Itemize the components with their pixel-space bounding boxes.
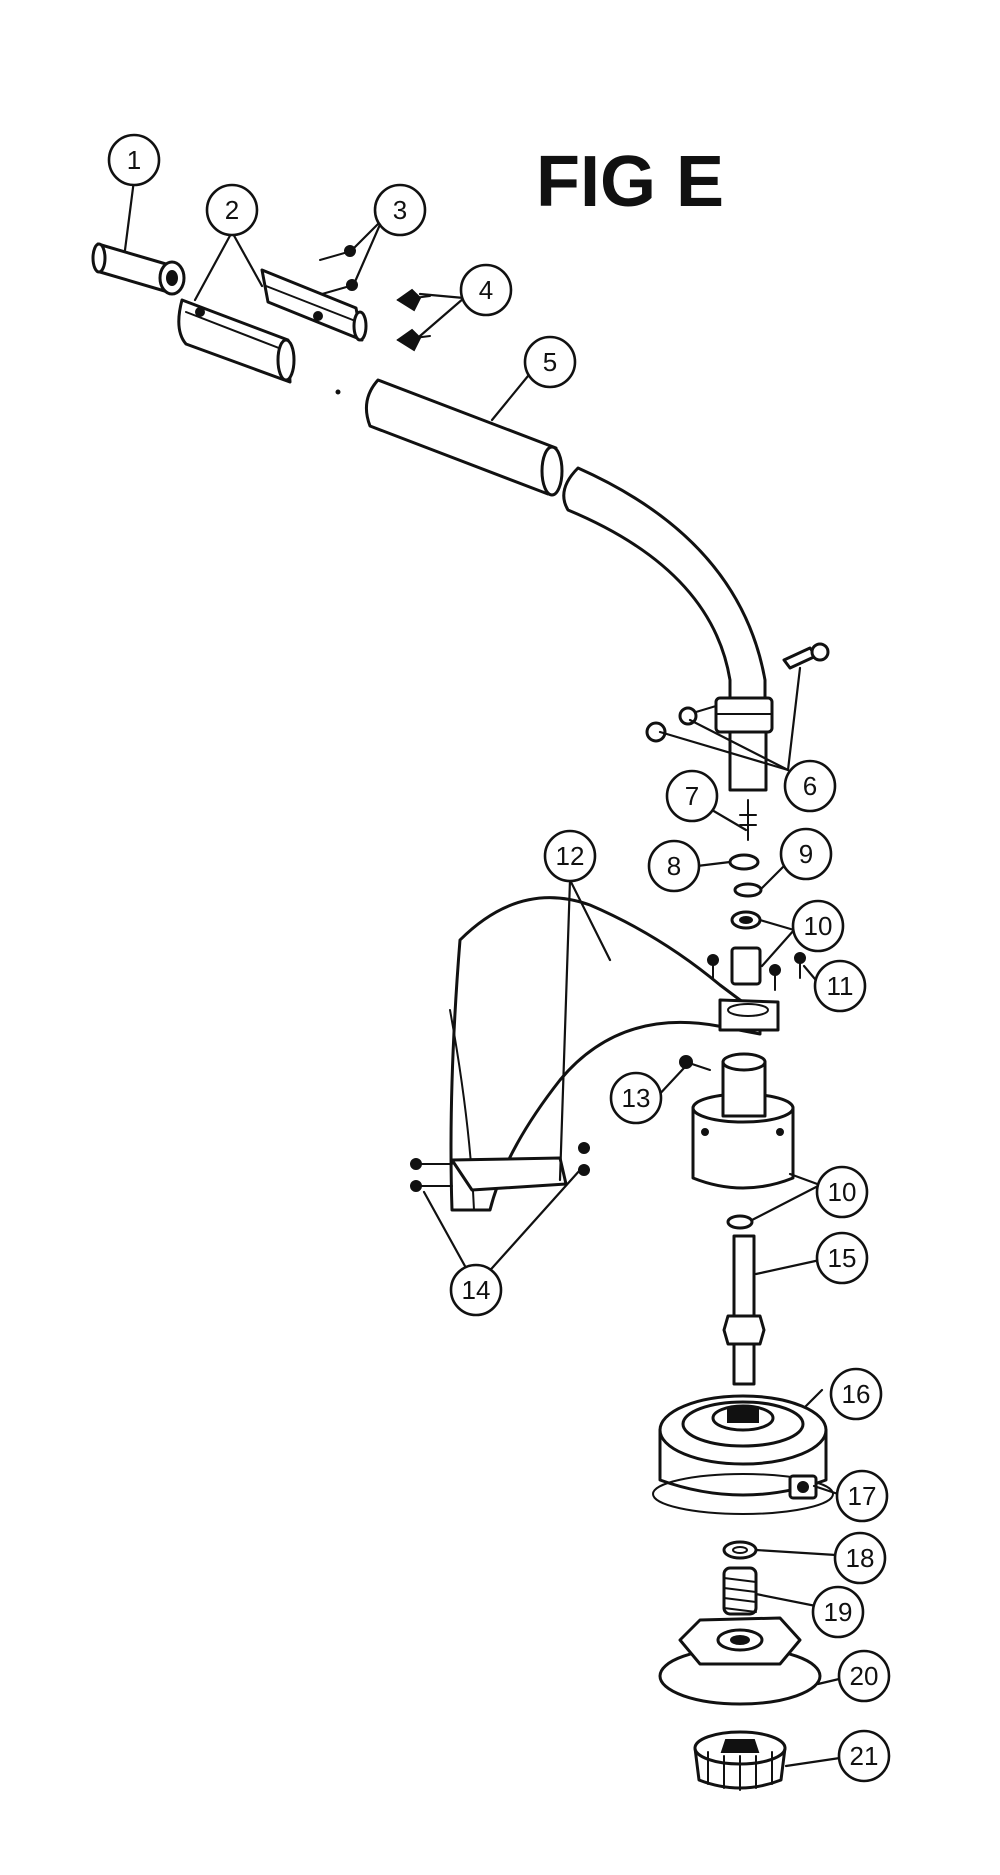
- callout-18: 18: [833, 1531, 887, 1585]
- callout-1: 1: [107, 133, 161, 187]
- callout-19: 19: [811, 1585, 865, 1639]
- callout-11: 11: [813, 959, 867, 1013]
- callout-label: 6: [803, 771, 817, 801]
- callout-17: 17: [835, 1469, 889, 1523]
- callout-16: 16: [829, 1367, 883, 1421]
- part-20-spool: [658, 1616, 822, 1706]
- callout-label: 21: [850, 1741, 879, 1771]
- callout-label: 15: [828, 1243, 857, 1273]
- callout-label: 11: [827, 971, 854, 1001]
- callout-label: 19: [824, 1597, 853, 1627]
- callout-8: 8: [647, 839, 701, 893]
- callout-15: 15: [815, 1231, 869, 1285]
- part-17-eyelet: [788, 1474, 818, 1500]
- callout-label: 8: [667, 851, 681, 881]
- part-3-screws: [319, 245, 358, 295]
- callout-label: 3: [393, 195, 407, 225]
- part-12-guard: [449, 896, 780, 1212]
- callout-14: 14: [449, 1263, 503, 1317]
- callout-2: 2: [205, 183, 259, 237]
- callout-20: 20: [837, 1649, 891, 1703]
- part-8-washer: [728, 853, 760, 871]
- callout-label: 10: [828, 1177, 857, 1207]
- callout-label: 2: [225, 195, 239, 225]
- part-15-arbor-shaft: [722, 1234, 766, 1386]
- part-10-bearing-upper: [730, 910, 762, 986]
- callout-21: 21: [837, 1729, 891, 1783]
- callout-10-lower: 10: [815, 1165, 869, 1219]
- callout-13: 13: [609, 1071, 663, 1125]
- part-1-grip-tube: [91, 242, 186, 296]
- callout-9: 9: [779, 827, 833, 881]
- part-19-spring: [722, 1566, 758, 1616]
- callout-6: 6: [783, 759, 837, 813]
- callout-label: 10: [804, 911, 833, 941]
- callout-5: 5: [523, 335, 577, 389]
- callout-label: 13: [622, 1083, 651, 1113]
- callout-label: 5: [543, 347, 557, 377]
- callout-label: 20: [850, 1661, 879, 1691]
- callout-label: 9: [799, 839, 813, 869]
- callout-label: 14: [462, 1275, 491, 1305]
- callout-7: 7: [665, 769, 719, 823]
- callout-label: 12: [556, 841, 585, 871]
- callout-label: 17: [848, 1481, 877, 1511]
- part-9-washer: [733, 882, 763, 898]
- part-5-shaft-tube: [364, 378, 564, 497]
- part-10-gear-head: [691, 1052, 795, 1230]
- callout-label: 7: [685, 781, 699, 811]
- part-13-bolt: [679, 1055, 711, 1071]
- figure-title: FIG E: [536, 142, 724, 222]
- part-6-shaft-clamp: [645, 642, 830, 743]
- callout-label: 1: [127, 145, 141, 175]
- callout-3: 3: [373, 183, 427, 237]
- callout-4: 4: [459, 263, 513, 317]
- part-4-wing-nuts: [396, 288, 431, 352]
- curved-shaft: [562, 466, 768, 792]
- callout-label: 4: [479, 275, 493, 305]
- part-7-drive-shaft: [739, 799, 757, 841]
- speck: [335, 389, 341, 395]
- part-16-spool-housing: [652, 1394, 834, 1515]
- callout-10-upper: 10: [791, 899, 845, 953]
- callout-12: 12: [543, 829, 597, 883]
- callout-label: 18: [846, 1543, 875, 1573]
- part-2-handle-clamp: [177, 268, 368, 384]
- part-14-line-cutter: [410, 1142, 590, 1192]
- part-21-bump-knob: [693, 1730, 787, 1791]
- part-18-washer: [722, 1540, 758, 1560]
- callout-label: 16: [842, 1379, 871, 1409]
